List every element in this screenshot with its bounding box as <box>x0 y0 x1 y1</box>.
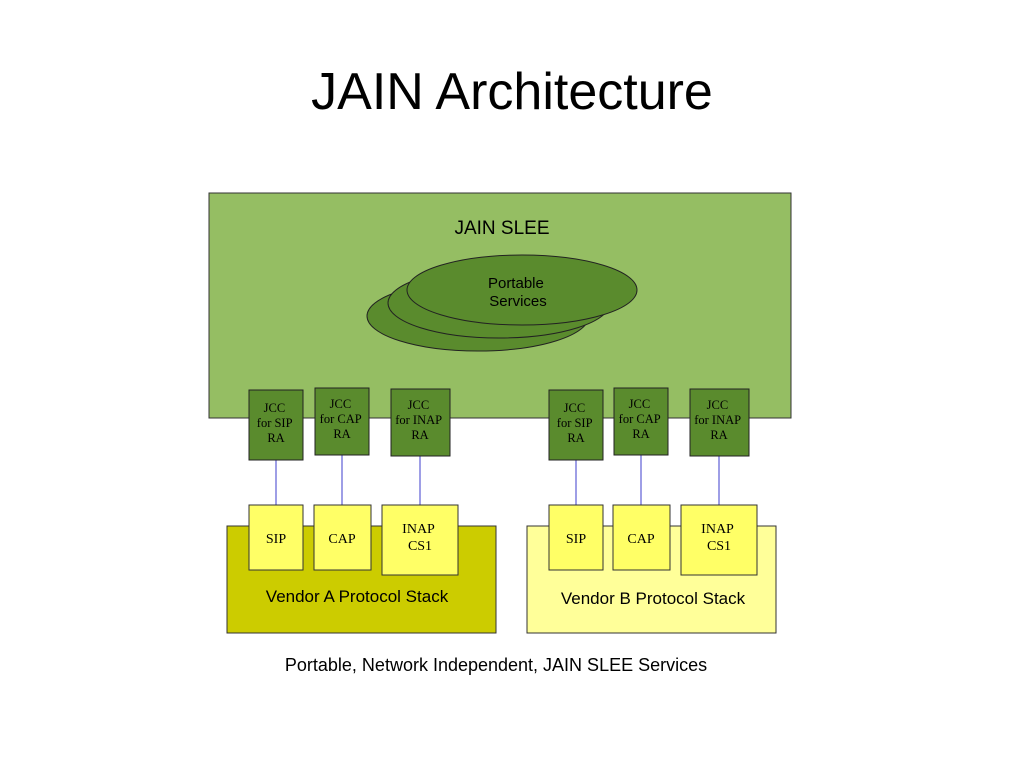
jcc-cap-ra-box <box>314 387 370 456</box>
cap-protocol-box <box>612 504 671 571</box>
service-ellipse-front <box>406 254 638 326</box>
vendor-a-stack-label: Vendor A Protocol Stack <box>266 587 449 606</box>
jcc-inap-ra-label: JCC for INAP RA <box>395 398 445 442</box>
sip-protocol-box <box>548 504 604 571</box>
portable-services-line-2: Services <box>489 293 547 310</box>
jcc-inap-ra-box <box>390 388 451 457</box>
jcc-sip-ra-label: JCC for SIP RA <box>557 401 595 445</box>
inap-cs1-protocol-label: INAP CS1 <box>402 522 438 554</box>
cap-protocol-label: CAP <box>328 532 355 547</box>
inap-cs1-protocol-label: INAP CS1 <box>701 522 737 554</box>
inap-cs1-protocol-box <box>680 504 758 576</box>
vendor-b-stack-label: Vendor B Protocol Stack <box>561 589 746 608</box>
jcc-inap-ra-box <box>689 388 750 457</box>
jcc-sip-ra-label: JCC for SIP RA <box>257 401 295 445</box>
slide-title: JAIN Architecture <box>311 63 713 121</box>
jcc-sip-ra-box <box>248 389 304 461</box>
jcc-sip-ra-box <box>548 389 604 461</box>
vendor-b-protocols: SIP CAP INAP CS1 <box>548 504 758 576</box>
vendor-a-protocols: SIP CAP INAP CS1 <box>248 504 459 576</box>
sip-protocol-label: SIP <box>266 532 286 547</box>
portable-services-stack: Portable Services <box>366 254 638 352</box>
jcc-cap-ra-label: JCC for CAP RA <box>320 397 365 441</box>
jcc-cap-ra-label: JCC for CAP RA <box>619 397 664 441</box>
portable-services-line-1: Portable <box>488 275 544 292</box>
sip-protocol-box <box>248 504 304 571</box>
inap-cs1-protocol-box <box>381 504 459 576</box>
portable-services-label: Portable Services <box>488 275 548 310</box>
cap-protocol-label: CAP <box>627 532 654 547</box>
sip-protocol-label: SIP <box>566 532 586 547</box>
cap-protocol-box <box>313 504 372 571</box>
vendor-a-adaptors: JCC for SIP RA JCC for CAP RA JCC for IN… <box>248 387 451 461</box>
vendor-b-adaptors: JCC for SIP RA JCC for CAP RA JCC for IN… <box>548 387 750 461</box>
connectors <box>275 455 720 505</box>
diagram-caption: Portable, Network Independent, JAIN SLEE… <box>285 655 707 675</box>
jcc-inap-ra-label: JCC for INAP RA <box>694 398 744 442</box>
jcc-cap-ra-box <box>613 387 669 456</box>
jain-slee-label: JAIN SLEE <box>454 218 549 239</box>
